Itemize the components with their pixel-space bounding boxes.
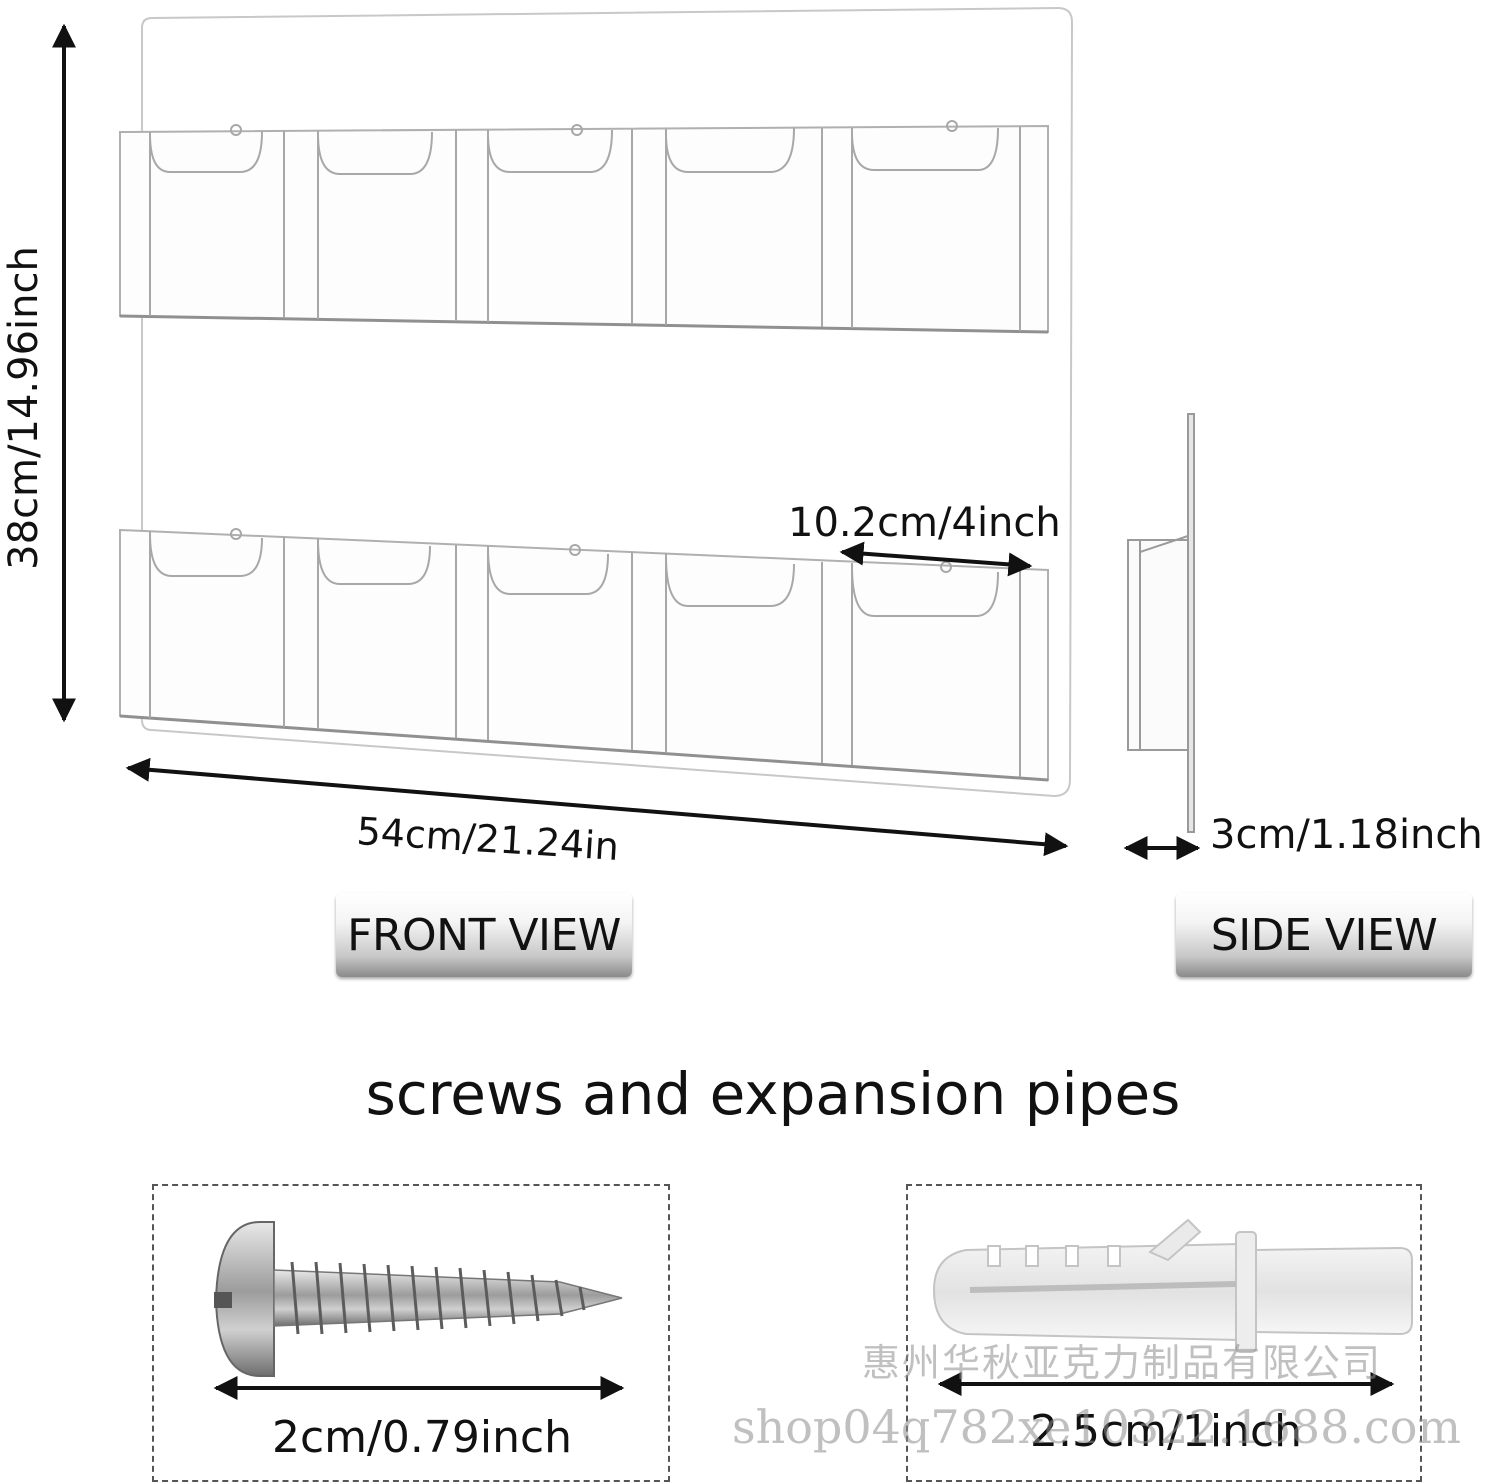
side-view-drawing [1127, 413, 1195, 833]
depth-dimension-label: 3cm/1.18inch [1210, 812, 1483, 858]
watermark-company: 惠州华秋亚克力制品有限公司 [862, 1341, 1383, 1385]
front-view-label: FRONT VIEW [336, 893, 632, 977]
screw-size-label: 2cm/0.79inch [272, 1412, 573, 1463]
side-view-label: SIDE VIEW [1176, 893, 1472, 977]
anchor-size-label: 2.5cm/1inch [1030, 1406, 1303, 1457]
accessories-title: screws and expansion pipes [365, 1060, 1181, 1128]
width-arrow [125, 757, 1069, 857]
slot-width-dimension-label: 10.2cm/4inch [788, 500, 1061, 546]
bottom-pocket-row [119, 528, 1049, 782]
slot-width-arrow [839, 541, 1033, 577]
expansion-anchor-illustration [932, 1218, 1413, 1353]
top-pocket-row [119, 120, 1049, 334]
screw-illustration [214, 1221, 623, 1377]
anchor-panel [906, 1184, 1422, 1482]
height-dimension-label: 38cm/14.96inch [1, 246, 47, 570]
watermark-shop-url: shop04q782xe10322.1688.com [732, 1400, 1462, 1454]
screw-panel [152, 1184, 670, 1482]
